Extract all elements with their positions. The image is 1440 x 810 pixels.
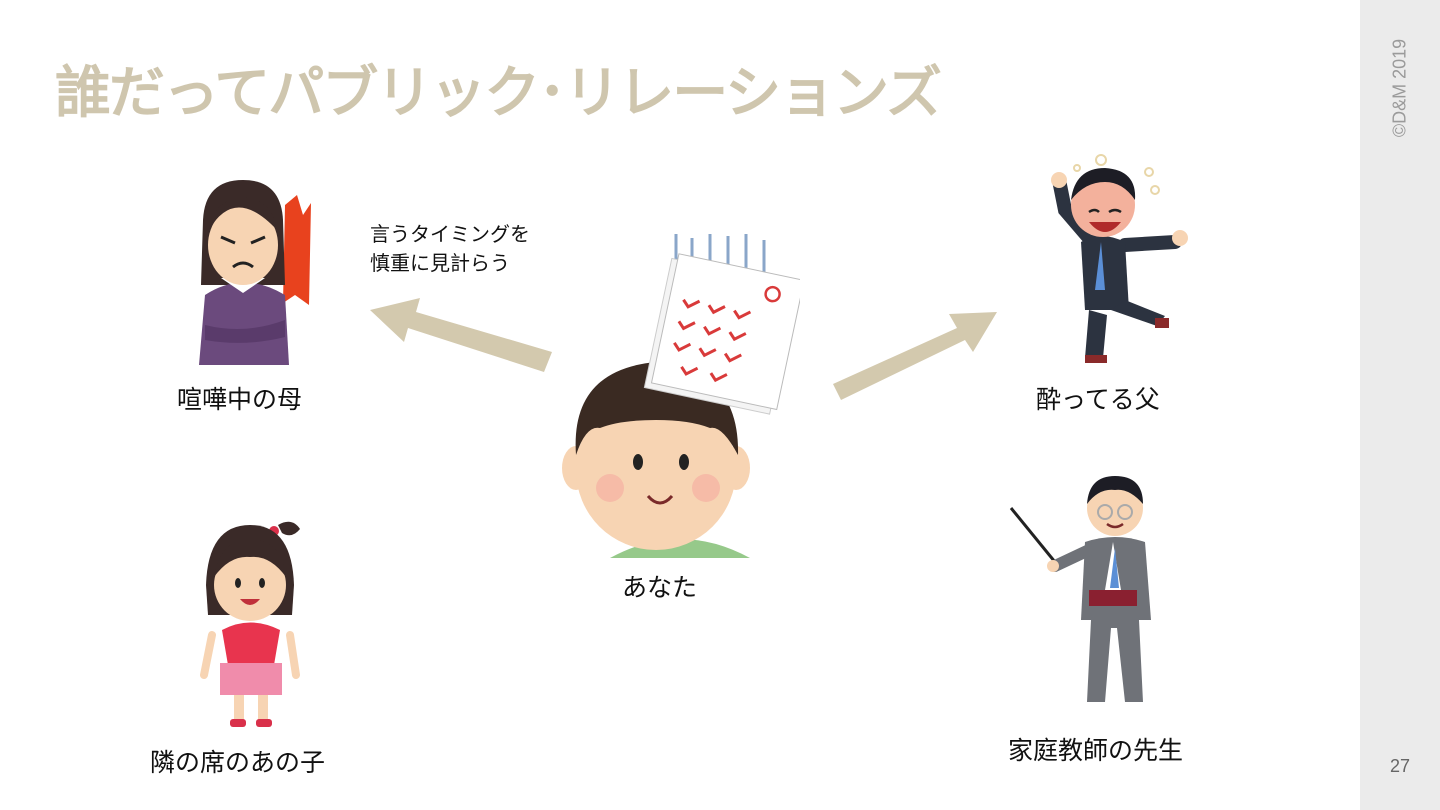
left-arrow (370, 298, 552, 372)
father-label: 酔ってる父 (1036, 385, 1160, 414)
you-boy-illustration (562, 234, 800, 558)
copyright: ©D&M 2019 (1389, 38, 1410, 138)
drunk-father-illustration (1051, 154, 1188, 363)
right-arrow (833, 312, 997, 400)
slide-title: 誰だってパブリック･リレーションズ (55, 61, 942, 126)
girl-label: 隣の席のあの子 (150, 748, 326, 777)
you-label: あなた (622, 573, 698, 602)
timing-note-line1: 言うタイミングを (370, 222, 530, 246)
mother-label: 喧嘩中の母 (177, 385, 303, 414)
timing-note: 言うタイミングを 慎重に見計らう (370, 220, 530, 278)
tutor-label: 家庭教師の先生 (1008, 736, 1184, 765)
timing-note-line2: 慎重に見計らう (370, 251, 510, 275)
tutor-illustration (1009, 476, 1151, 702)
angry-mother-illustration (199, 180, 311, 365)
sidebar (1360, 0, 1440, 810)
girl-illustration (200, 521, 300, 727)
page-number: 27 (1390, 756, 1411, 776)
slide: 誰だってパブリック･リレーションズ 言うタイミングを 慎重に見計らう 喧嘩中の母 (55, 61, 1188, 777)
